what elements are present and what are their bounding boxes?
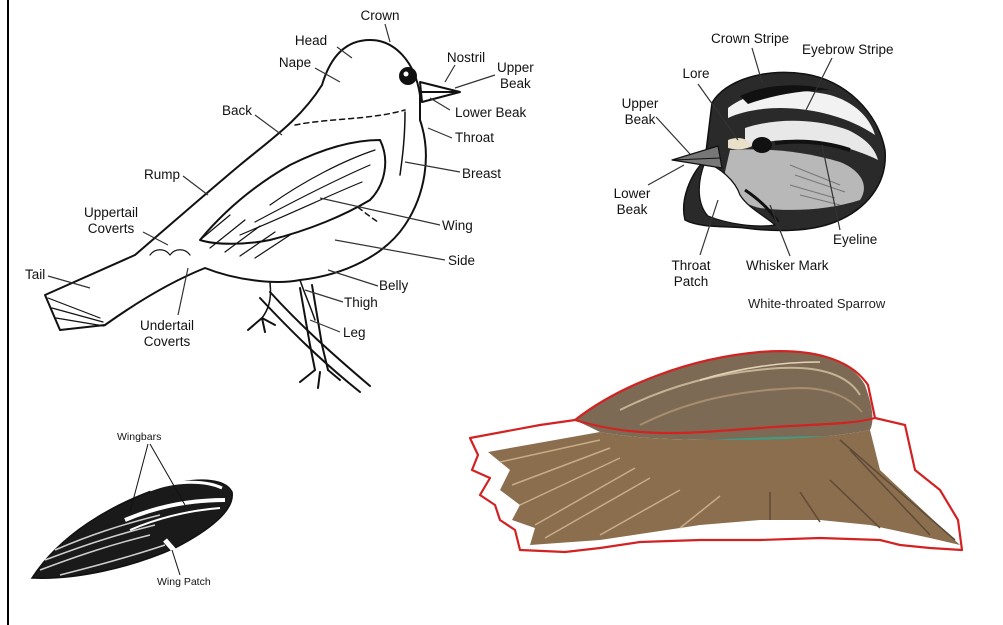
label-eyeline: Eyeline <box>833 232 877 248</box>
label-sparrow-upper-beak: Upper Beak <box>622 96 659 128</box>
label-undertail-coverts: Undertail Coverts <box>140 318 194 350</box>
label-side: Side <box>448 253 475 269</box>
label-tail: Tail <box>25 267 45 283</box>
label-back: Back <box>222 103 252 119</box>
label-lower-beak: Lower Beak <box>455 105 526 121</box>
label-head: Head <box>295 33 327 49</box>
label-wing: Wing <box>442 218 473 234</box>
sparrow-head-illustration <box>672 72 885 230</box>
sparrow-caption: White-throated Sparrow <box>748 296 885 312</box>
label-belly: Belly <box>379 278 408 294</box>
label-whisker-mark: Whisker Mark <box>746 258 829 274</box>
wingbars-wing-illustration <box>32 444 232 578</box>
label-wingbars: Wingbars <box>117 431 161 443</box>
label-thigh: Thigh <box>344 295 378 311</box>
label-rump: Rump <box>144 167 180 183</box>
label-crown-stripe: Crown Stripe <box>711 31 789 47</box>
label-upper-beak: Upper Beak <box>497 60 534 92</box>
label-uppertail-coverts: Uppertail Coverts <box>84 205 138 237</box>
label-throat-patch: Throat Patch <box>671 258 710 290</box>
label-leg: Leg <box>343 325 366 341</box>
label-wing-patch: Wing Patch <box>157 576 211 588</box>
label-lore: Lore <box>682 66 709 82</box>
label-eyebrow-stripe: Eyebrow Stripe <box>802 42 894 58</box>
label-crown: Crown <box>360 8 399 24</box>
label-nostril: Nostril <box>447 50 485 66</box>
label-nape: Nape <box>279 55 311 71</box>
label-throat: Throat <box>455 130 494 146</box>
label-breast: Breast <box>462 166 501 182</box>
duck-wing-photo <box>470 351 962 552</box>
label-sparrow-lower-beak: Lower Beak <box>614 186 651 218</box>
